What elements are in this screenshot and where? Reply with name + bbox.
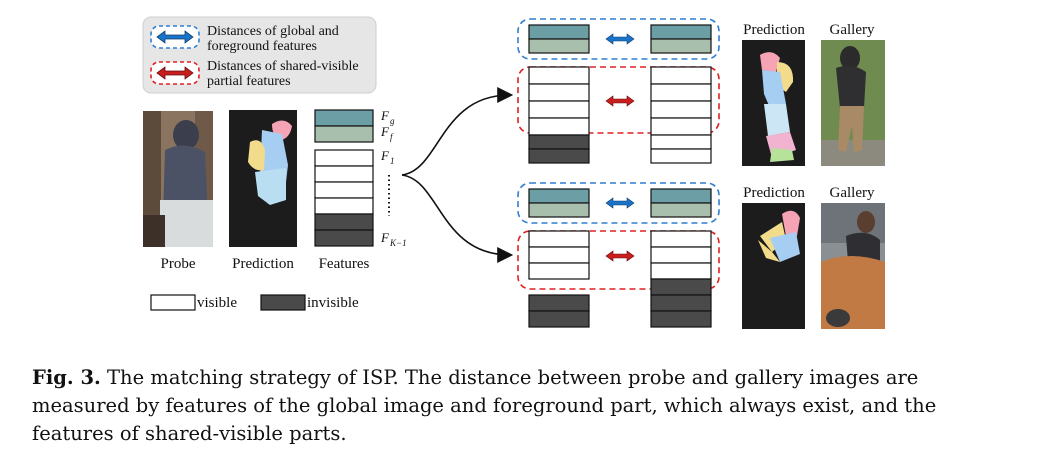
legend-red-text-line2: partial features: [207, 74, 291, 89]
caption-label: Fig. 3.: [32, 366, 101, 389]
figure-caption: Fig. 3. The matching strategy of ISP. Th…: [32, 364, 1022, 448]
visible-label: visible: [197, 295, 237, 311]
feat-1-label: F: [380, 148, 390, 163]
probe-prediction-mask: [229, 110, 297, 247]
feat-f-sub: f: [390, 132, 394, 142]
bottom-red-dashed-box: [517, 230, 720, 290]
legend-red-text-line1: Distances of shared-visible: [207, 59, 359, 74]
legend-red-double-arrow-icon: [156, 66, 194, 80]
match-block-bottom: [517, 182, 720, 328]
branch-arrow-bottom: [401, 174, 514, 263]
gallery-bottom-label: Gallery: [830, 185, 875, 201]
top-blue-dashed-box: [517, 18, 720, 60]
legend-blue-text-line1: Distances of global and: [207, 24, 339, 39]
probe-label: Probe: [161, 256, 196, 272]
figure: Distances of global and foreground featu…: [142, 16, 885, 329]
legend-blue-double-arrow-icon: [156, 30, 194, 44]
branch-arrow-top: [401, 87, 514, 176]
feat-1-sub: 1: [390, 156, 395, 166]
prediction-top-label: Prediction: [743, 22, 805, 38]
feat-k-label: F: [380, 230, 390, 245]
invisible-swatch: [260, 294, 306, 311]
top-blue-double-arrow-icon: [605, 33, 635, 45]
probe-image: [143, 111, 213, 247]
feat-f-label: F: [380, 124, 390, 139]
features-label: Features: [319, 256, 370, 272]
match-block-top: [517, 18, 720, 164]
feat-k-sub: K−1: [389, 238, 407, 248]
gallery-top-label: Gallery: [830, 22, 875, 38]
top-red-dashed-box: [517, 66, 720, 134]
gallery-bottom-image: [821, 203, 885, 329]
legend-blue-text-line2: foreground features: [207, 39, 317, 54]
prediction-label: Prediction: [232, 256, 294, 272]
bottom-blue-dashed-box: [517, 182, 720, 224]
visible-swatch: [150, 294, 196, 311]
legend: Distances of global and foreground featu…: [142, 16, 377, 94]
prediction-bottom-mask: [742, 203, 805, 329]
probe-feature-stack: [314, 109, 374, 247]
foreground-feature-bar: [314, 125, 374, 143]
feat-g-label: F: [380, 108, 390, 123]
bottom-blue-double-arrow-icon: [605, 197, 635, 209]
invisible-label: invisible: [307, 295, 359, 311]
gallery-top-image: [821, 40, 885, 166]
bottom-red-double-arrow-icon: [605, 250, 635, 262]
global-feature-bar: [314, 109, 374, 127]
caption-text: The matching strategy of ISP. The distan…: [32, 366, 937, 445]
prediction-top-mask: [742, 40, 805, 166]
feat-g-sub: g: [390, 116, 395, 126]
prediction-bottom-label: Prediction: [743, 185, 805, 201]
top-red-double-arrow-icon: [605, 95, 635, 107]
